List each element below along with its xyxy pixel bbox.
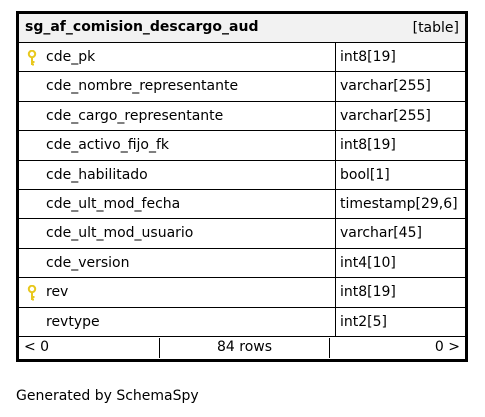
column-name: cde_pk — [46, 49, 96, 65]
footer-prev-count: < 0 — [24, 339, 50, 355]
column-row: cde_pk int8[19] — [19, 43, 465, 73]
column-name: cde_activo_fijo_fk — [46, 137, 170, 154]
table-name: sg_af_comision_descargo_aud — [25, 19, 259, 35]
column-type: varchar[255] — [340, 78, 431, 95]
footer-row-count: 84 rows — [216, 339, 273, 355]
column-type: int2[5] — [340, 313, 387, 330]
column-divider — [335, 72, 336, 101]
column-divider — [335, 101, 336, 131]
column-row: cde_habilitado bool[1] — [19, 160, 465, 190]
column-name: cde_nombre_representante — [46, 78, 239, 95]
column-divider — [335, 248, 336, 278]
key-icon — [27, 285, 37, 301]
column-type: bool[1] — [340, 166, 390, 183]
column-name: cde_ult_mod_usuario — [46, 225, 194, 242]
column-row: cde_activo_fijo_fk int8[19] — [19, 131, 465, 161]
column-divider — [335, 307, 336, 336]
column-row: revtype int2[5] — [19, 307, 465, 337]
footer-divider — [329, 338, 330, 358]
column-row: cde_cargo_representante varchar[255] — [19, 101, 465, 132]
table-kind-label: [table] — [412, 20, 459, 36]
column-row: cde_ult_mod_fecha timestamp[29,6] — [19, 190, 465, 220]
generated-by-label: Generated by SchemaSpy — [16, 388, 199, 404]
column-row: cde_version int4[10] — [19, 248, 465, 279]
footer-next-count: 0 > — [434, 339, 460, 355]
key-icon — [27, 50, 37, 66]
column-name: cde_cargo_representante — [46, 107, 224, 124]
column-row: rev int8[19] — [19, 278, 465, 308]
column-type: int8[19] — [340, 49, 396, 65]
column-name: cde_ult_mod_fecha — [46, 196, 181, 212]
column-name: cde_habilitado — [46, 166, 148, 183]
column-type: int4[10] — [340, 254, 396, 271]
column-type: varchar[255] — [340, 107, 431, 124]
column-name: revtype — [46, 313, 100, 330]
footer-divider — [159, 338, 160, 358]
column-type: varchar[45] — [340, 225, 422, 242]
column-type: timestamp[29,6] — [340, 196, 458, 212]
column-divider — [335, 131, 336, 160]
column-name: cde_version — [46, 254, 130, 271]
table-footer: < 0 84 rows 0 > — [19, 336, 465, 359]
column-divider — [335, 43, 336, 72]
column-divider — [335, 160, 336, 189]
column-divider — [335, 190, 336, 219]
column-row: cde_nombre_representante varchar[255] — [19, 72, 465, 102]
table-header: sg_af_comision_descargo_aud [table] — [19, 14, 465, 43]
column-name: rev — [46, 284, 69, 301]
column-type: int8[19] — [340, 284, 396, 301]
column-divider — [335, 219, 336, 248]
table-entity: sg_af_comision_descargo_aud [table] cde_… — [16, 11, 468, 362]
column-divider — [335, 278, 336, 307]
column-row: cde_ult_mod_usuario varchar[45] — [19, 219, 465, 249]
column-type: int8[19] — [340, 137, 396, 154]
